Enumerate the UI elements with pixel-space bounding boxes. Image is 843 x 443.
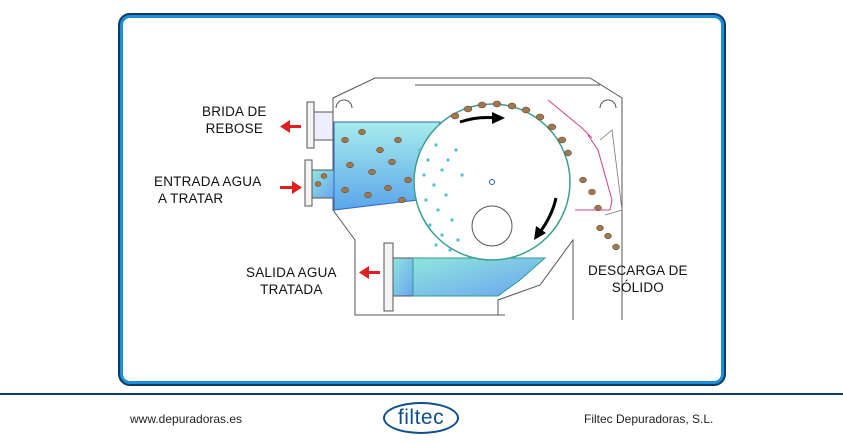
drum-hub [471, 205, 513, 247]
outlet-flange [383, 242, 414, 312]
spray-drops [418, 143, 464, 252]
inlet-flange [304, 159, 335, 207]
filtec-logo: filtec [383, 402, 459, 434]
scraper-discharge [547, 99, 613, 211]
red-arrow-icon [280, 120, 380, 279]
label-brida-de-rebose: BRIDA DE REBOSE [202, 104, 267, 136]
drum-shaft [489, 179, 495, 185]
spray-bar [599, 129, 623, 216]
solid-particles [314, 100, 620, 251]
label-descarga-solido: DESCARGA DE SÓLIDO [588, 263, 688, 295]
footer-website[interactable]: www.depuradoras.es [130, 412, 243, 426]
footer-company: Filtec Depuradoras, S.L. [584, 412, 714, 426]
logo-text: filtec [397, 406, 445, 429]
footer-divider [0, 393, 843, 395]
label-salida-agua: SALIDA AGUA TRATADA [246, 265, 337, 297]
overflow-flange [306, 101, 334, 149]
label-entrada-agua: ENTRADA AGUA A TRATAR [154, 174, 262, 206]
treated-water [412, 257, 547, 297]
